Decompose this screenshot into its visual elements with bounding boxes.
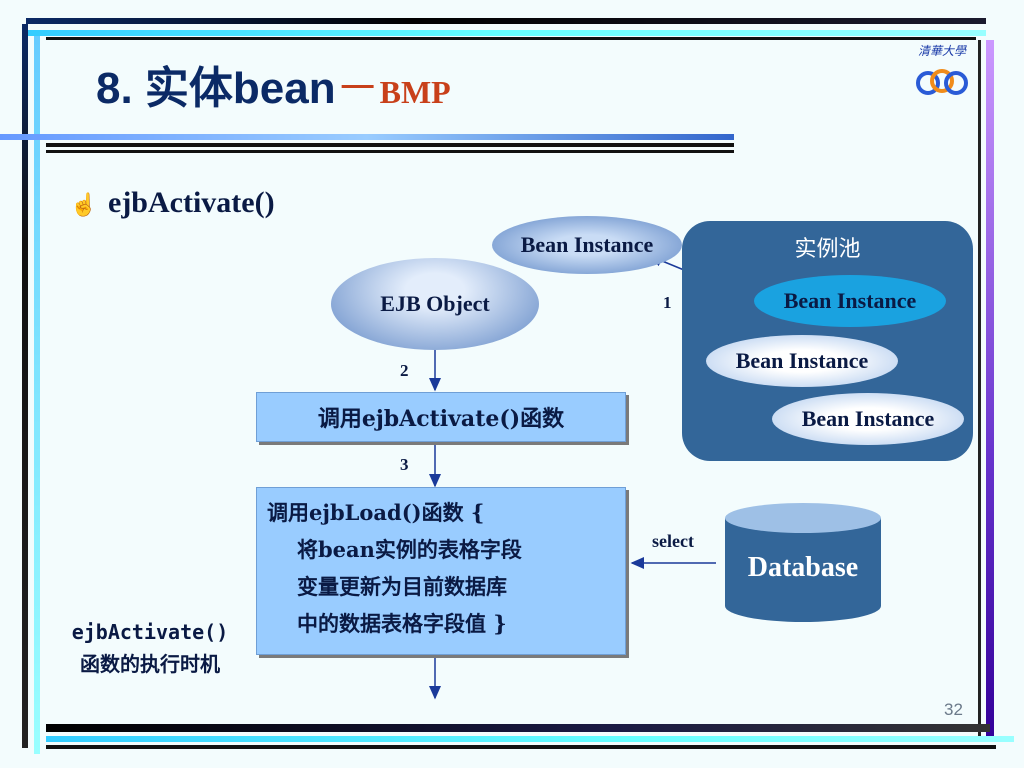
step3-label: 3	[400, 455, 409, 474]
frame-right-bar-purple	[986, 40, 994, 740]
pointing-hand-icon: ☝	[70, 192, 98, 218]
frame-bottom-bar-dark	[46, 724, 990, 732]
frame-left-bar-dark	[22, 24, 28, 748]
title-suffix: BMP	[379, 74, 451, 110]
frame-right-bar-dark	[978, 40, 981, 740]
frame-top-bar-cyan	[26, 30, 986, 36]
database-label: Database	[747, 552, 859, 583]
logo-text: 清華大學	[917, 44, 966, 58]
frame-bottom-bar-cyan	[46, 736, 1014, 742]
database-cylinder-icon	[725, 503, 881, 622]
ejbload-line1: 调用ejbLoad()函数 {	[267, 500, 485, 525]
ejbload-line4: 中的数据表格字段值 }	[297, 611, 507, 636]
bullet-text: ejbActivate()	[108, 186, 275, 219]
step2-label: 2	[400, 361, 409, 380]
caption: ejbActivate() 函数的执行时机	[50, 616, 250, 680]
select-label: select	[652, 531, 694, 551]
frame-bottom-bar-dark2	[46, 745, 996, 749]
frame-top-bar-dark2	[46, 37, 976, 40]
bullet-item: ☝ ejbActivate()	[70, 186, 275, 220]
ejbload-line3: 变量更新为目前数据库	[297, 574, 507, 599]
title-dash: －	[335, 64, 380, 113]
call-ejbactivate-box: 调用ejbActivate()函数	[256, 392, 626, 442]
pool-title: 实例池	[794, 237, 861, 262]
logo-rings-icon	[916, 69, 968, 95]
title-underline-dark	[46, 143, 734, 147]
title-underline-blue	[0, 134, 734, 140]
ejbload-box: 调用ejbLoad()函数 { 将bean实例的表格字段 变量更新为目前数据库 …	[256, 487, 626, 655]
bean-instance-activated: Bean Instance	[492, 216, 682, 274]
ejbload-line2: 将bean实例的表格字段	[297, 537, 522, 562]
title-underline-dark2	[46, 150, 734, 153]
title-number: 8.	[96, 64, 133, 113]
frame-left-bar-cyan	[34, 36, 40, 754]
call-ejbactivate-text: 调用ejbActivate()函数	[317, 406, 565, 432]
caption-line2: 函数的执行时机	[80, 652, 220, 676]
university-logo: 清華大學	[914, 42, 970, 106]
frame-top-bar-dark	[26, 18, 986, 24]
title-text: 实体bean	[132, 64, 336, 113]
page-number: 32	[944, 700, 963, 719]
pool-bean-instance: Bean Instance	[772, 393, 964, 445]
pool-bean-instance: Bean Instance	[706, 335, 898, 387]
ejb-object: EJB Object	[331, 258, 539, 350]
caption-line1: ejbActivate()	[71, 620, 229, 644]
slide-title: 8. 实体bean－BMP	[96, 52, 451, 116]
pool-bean-instance-active: Bean Instance	[754, 275, 946, 327]
step1-label: 1	[663, 293, 672, 312]
